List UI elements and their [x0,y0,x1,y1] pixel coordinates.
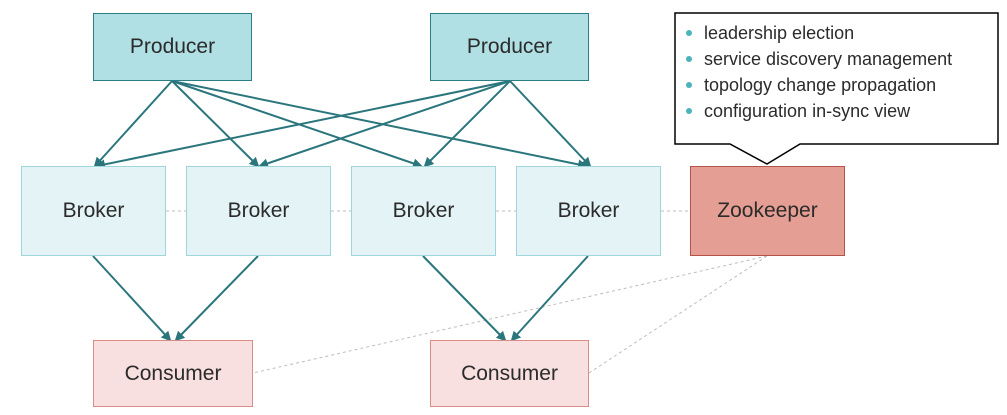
list-item: service discovery management [684,46,952,72]
dotted-line-zookeeper-consumer1 [252,255,768,374]
list-item: configuration in-sync view [684,98,952,124]
dotted-line-zookeeper-consumer2 [588,255,768,374]
arrow-p2-b2 [258,80,511,169]
broker-node-1: Broker [21,166,166,256]
consumer-arrows [92,255,589,342]
broker-node-3: Broker [351,166,496,256]
consumer-label-1: Consumer [124,361,222,385]
arrow-p1-b3 [171,80,423,169]
arrow-p1-b4 [171,80,588,170]
arrow-p1-b1 [93,80,173,168]
arrow-b1-c1 [92,255,172,342]
list-item: leadership election [684,20,952,46]
callout-bubble [674,12,999,165]
consumer-node-1: Consumer [93,340,253,407]
broker-label-1: Broker [62,199,125,222]
zookeeper-responsibilities-list: leadership election service discovery ma… [684,20,952,124]
broker-label-2: Broker [227,199,290,222]
zookeeper-label: Zookeeper [717,199,818,222]
broker-label-4: Broker [557,199,620,222]
broker-node-2: Broker [186,166,331,256]
arrow-p1-b2 [171,80,260,168]
bullet-icon [686,29,692,36]
bullet-icon [686,55,692,62]
arrow-b4-c2 [510,255,589,342]
list-item-text: leadership election [704,23,855,43]
broker-label-3: Broker [392,199,455,222]
broker-node-4: Broker [516,166,661,256]
list-item: topology change propagation [684,72,952,98]
arrow-p2-b3 [423,80,511,168]
bullet-icon [686,81,692,88]
arrow-b2-c1 [174,255,259,342]
producer-arrows [93,80,592,170]
producer-label-2: Producer [466,35,553,58]
list-item-text: configuration in-sync view [704,101,911,121]
dotted-connectors [166,210,768,374]
arrow-p2-b4 [509,80,592,168]
producer-node-1: Producer [93,13,252,81]
arrow-p2-b1 [95,80,511,170]
consumer-node-2: Consumer [430,340,589,407]
zookeeper-node: Zookeeper [690,166,845,256]
consumer-label-2: Consumer [461,361,558,385]
list-item-text: service discovery management [704,49,953,69]
list-item-text: topology change propagation [704,75,937,95]
arrow-b3-c2 [422,255,507,342]
producer-label-1: Producer [129,35,216,58]
producer-node-2: Producer [430,13,589,81]
bullet-icon [686,107,692,114]
